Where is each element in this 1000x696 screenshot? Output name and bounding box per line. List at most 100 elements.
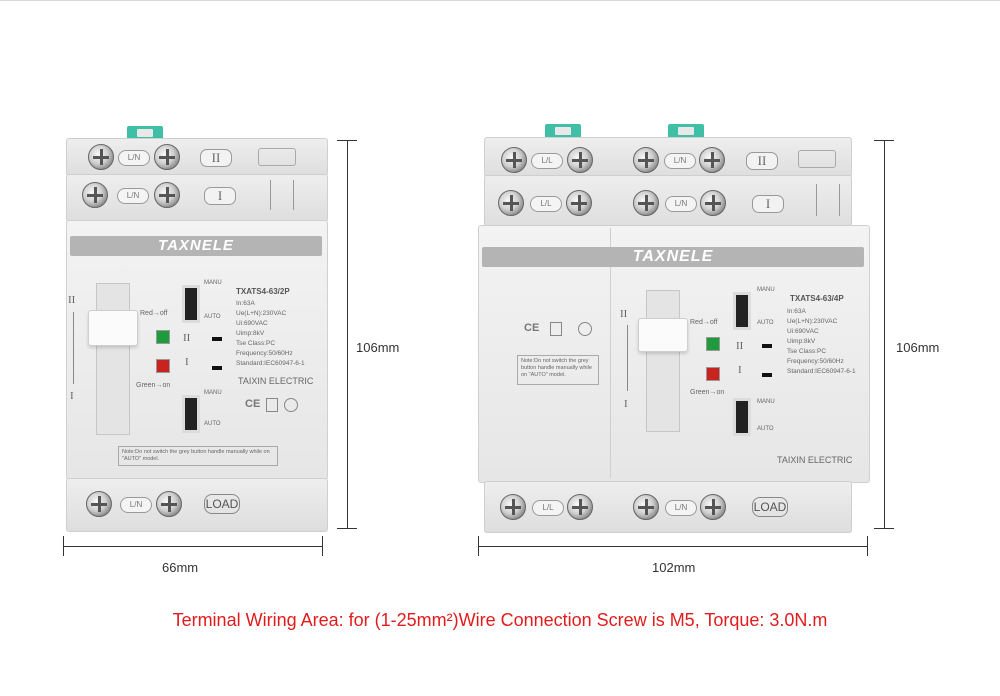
right-brand-logo-icon (798, 150, 836, 168)
left-model-number: TXATS4-63/2P (236, 287, 290, 296)
left-indicator-ii-label: II (183, 332, 191, 344)
spec-line: Ue(L+N):230VAC (787, 318, 838, 325)
left-height-dim-tick-bottom (337, 528, 357, 529)
right-height-dim-line (884, 140, 885, 528)
screw-icon (501, 147, 527, 173)
left-red-off-label: Red→off (140, 310, 168, 317)
left-upper-toggle[interactable] (182, 285, 200, 323)
left-green-on-label: Green→on (136, 382, 171, 389)
left-auto-label-top: AUTO (204, 314, 221, 320)
left-weee-icon (266, 398, 278, 412)
screw-icon (633, 494, 659, 520)
left-brand-label: TAXNELE (70, 236, 322, 256)
left-brand-logo-icon (258, 148, 296, 166)
screw-icon (154, 182, 180, 208)
left-note: Note:Do not switch the grey button handl… (118, 446, 278, 466)
screw-icon (700, 494, 726, 520)
left-handle-ii-label: II (68, 294, 76, 306)
spec-line: In:63A (787, 308, 806, 315)
screw-icon (86, 491, 112, 517)
left-width-dim-line (63, 546, 323, 547)
right-maker-label: TAIXIN ELECTRIC (777, 455, 853, 465)
right-note: Note:Do not switch the grey button handl… (517, 355, 599, 385)
right-manu-label-top: MANU (757, 287, 775, 293)
right-recycle-icon (578, 322, 592, 336)
wiring-caption: Terminal Wiring Area: for (1-25mm²)Wire … (172, 610, 828, 630)
right-slot-i (762, 373, 772, 377)
right-width-dim-line (478, 546, 868, 547)
spec-line: Frequency:50/60Hz (236, 350, 293, 357)
right-model-number: TXATS4-63/4P (790, 294, 844, 303)
left-lower-toggle[interactable] (182, 395, 200, 433)
right-tower-icon (816, 184, 840, 216)
right-second-ln-label: L/N (665, 196, 697, 212)
spec-line: In:63A (236, 300, 255, 307)
left-handle-arrow (73, 312, 74, 384)
left-source-ii-label: II (200, 149, 232, 167)
right-source-i-label: I (752, 195, 784, 213)
right-indicator-ii-label: II (736, 340, 744, 352)
screw-icon (567, 494, 593, 520)
left-din-clip (127, 126, 163, 140)
left-tower-icon (270, 180, 294, 210)
left-source-i-label: I (204, 187, 236, 205)
right-width-dim-tick-left (478, 536, 479, 556)
left-grey-handle[interactable] (88, 310, 138, 346)
screw-icon (82, 182, 108, 208)
left-spec-list: In:63A Ue(L+N):230VAC Ui:690VAC Uimp:8kV… (236, 299, 305, 369)
right-auto-label-top: AUTO (757, 320, 774, 326)
left-ce-mark: CE (245, 398, 261, 410)
right-pole-divider (610, 228, 611, 478)
left-recycle-icon (284, 398, 298, 412)
screw-icon (498, 190, 524, 216)
spec-line: Uimp:8kV (236, 330, 265, 337)
right-red-indicator (706, 367, 720, 381)
left-second-terminal-cap (66, 174, 328, 222)
right-ce-mark: CE (524, 322, 540, 334)
right-handle-track (646, 290, 680, 432)
right-source-ii-label: II (746, 152, 778, 170)
right-brand-label: TAXNELE (482, 247, 864, 267)
screw-icon (566, 190, 592, 216)
right-top-ln-label: L/N (664, 153, 696, 169)
left-handle-track (96, 283, 130, 435)
screw-icon (156, 491, 182, 517)
spec-line: Frequency:50/60Hz (787, 358, 844, 365)
left-top-ln-label: L/N (118, 150, 150, 166)
right-handle-ii-label: II (620, 308, 628, 320)
left-height-dim-tick-top (337, 140, 357, 141)
screw-icon (154, 144, 180, 170)
right-lower-toggle[interactable] (733, 398, 751, 436)
right-height-dim-tick-top (874, 140, 894, 141)
right-bottom-ln-label: L/N (665, 500, 697, 516)
spec-line: Ui:690VAC (236, 320, 268, 327)
right-indicator-i-label: I (738, 364, 742, 376)
top-divider (0, 0, 1000, 1)
right-din-clip-1 (545, 124, 581, 138)
screw-icon (633, 190, 659, 216)
right-load-label: LOAD (752, 497, 788, 517)
screw-icon (88, 144, 114, 170)
right-top-ll-label: L/L (531, 153, 563, 169)
left-second-ln-label: L/N (117, 188, 149, 204)
screw-icon (699, 147, 725, 173)
right-handle-arrow (627, 325, 628, 391)
right-grey-handle[interactable] (638, 318, 688, 352)
left-width-dim-tick-left (63, 536, 64, 556)
left-slot-ii (212, 337, 222, 341)
left-height-label: 106mm (356, 340, 400, 355)
right-weee-icon (550, 322, 562, 336)
left-width-label: 66mm (162, 560, 199, 575)
right-height-label: 106mm (896, 340, 940, 355)
right-manu-label-bottom: MANU (757, 399, 775, 405)
right-green-indicator (706, 337, 720, 351)
spec-line: Tse Class:PC (787, 348, 827, 355)
left-manu-label-top: MANU (204, 280, 222, 286)
right-upper-toggle[interactable] (733, 292, 751, 330)
screw-icon (700, 190, 726, 216)
left-maker-label: TAIXIN ELECTRIC (238, 376, 314, 386)
left-width-dim-tick-right (322, 536, 323, 556)
spec-line: Ue(L+N):230VAC (236, 310, 287, 317)
screw-icon (633, 147, 659, 173)
right-handle-i-label: I (624, 398, 628, 410)
